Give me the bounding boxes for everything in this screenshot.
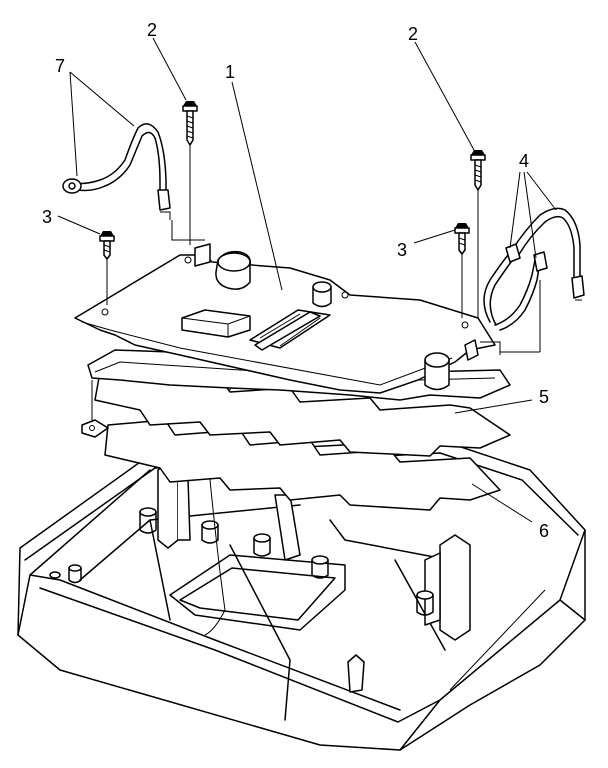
callout-3-left: 3 [42,207,52,227]
base-housing [17,374,586,751]
callout-3-right: 3 [397,240,407,260]
screw-2-right [470,150,486,191]
callout-4: 4 [519,151,529,171]
screw-3-left [99,231,115,260]
callout-6: 6 [539,521,549,541]
callout-7: 7 [55,56,65,76]
wire-harness-4 [483,207,585,331]
callout-5: 5 [539,387,549,407]
leader-lines [57,37,557,523]
callout-1: 1 [225,62,235,82]
callout-labels: 1 2 2 3 3 4 5 6 7 [42,20,549,541]
screw-2-left [182,101,198,146]
callout-2-left: 2 [147,20,157,40]
ground-wire-7 [62,123,171,220]
screw-3-right [454,223,470,255]
insulator-sheet-6 [104,419,501,511]
callout-2-right: 2 [408,24,418,44]
insulator-sheet-5 [94,367,511,457]
circuit-board [74,220,501,394]
guide-lines [106,140,541,353]
